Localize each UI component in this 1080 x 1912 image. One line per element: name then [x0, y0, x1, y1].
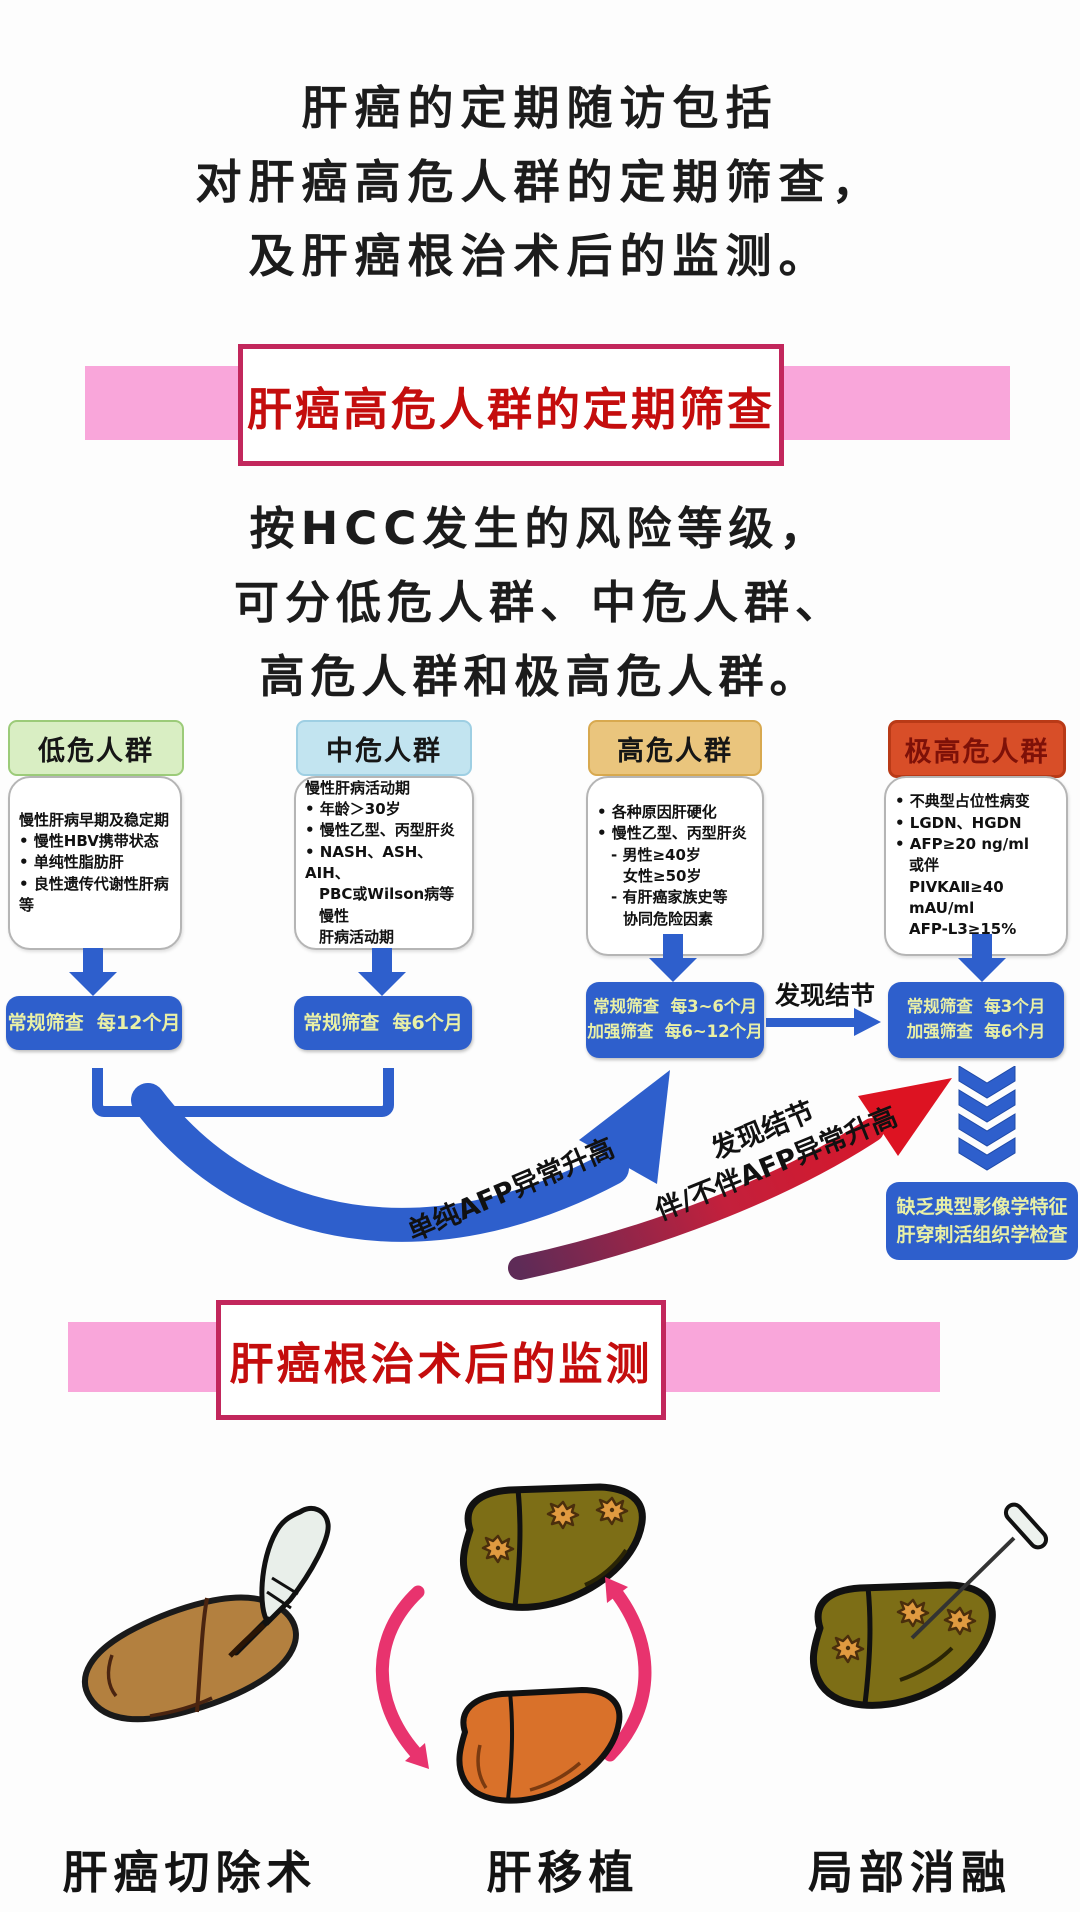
body-very-high-risk: • 不典型占位性病变 • LGDN、HGDN • AFP≥20 ng/ml 或伴… [884, 776, 1068, 956]
risk-intro-line-3: 高危人群和极高危人群。 [259, 650, 821, 703]
bracket-shape [92, 1068, 394, 1117]
body-line: • 慢性乙型、丙型肝炎 [597, 824, 747, 843]
body-line: • 慢性乙型、丙型肝炎 [305, 821, 455, 840]
body-line: • 不典型占位性病变 [895, 792, 1030, 811]
liver-resection-illustration [82, 1506, 331, 1723]
liver-ablation-illustration [809, 1502, 1049, 1709]
screen-line: 常规筛查 每3~6个月 [593, 997, 757, 1017]
screen-line: 常规筛查 每3个月 [906, 997, 1046, 1017]
label-resection: 肝癌切除术 [62, 1846, 318, 1899]
label-ablation: 局部消融 [807, 1846, 1012, 1899]
intro-line-1: 肝癌的定期随访包括 [301, 81, 779, 135]
down-arrow-icon [958, 934, 1006, 982]
red-curve-arrow [508, 1118, 884, 1280]
body-line: • 单纯性脂肪肝 [19, 853, 124, 872]
body-line: • LGDN、HGDN [895, 813, 1022, 832]
body-line: PBC或Wilson病等慢性 [319, 885, 455, 925]
down-arrow-icon [69, 948, 117, 996]
body-high-risk: • 各种原因肝硬化 • 慢性乙型、丙型肝炎 - 男性≥40岁 女性≥50岁 - … [586, 776, 764, 956]
right-arrow-icon [766, 1008, 882, 1036]
label-transplant: 肝移植 [486, 1846, 640, 1899]
body-line: - 男性≥40岁 [611, 845, 701, 864]
screen-line: 加强筛查 每6个月 [906, 1022, 1046, 1041]
swoosh-arrows-graphic [131, 1070, 952, 1280]
liver-transplant-illustration [375, 1483, 652, 1804]
screen-box-mid: 常规筛查 每6个月 [294, 996, 472, 1050]
biopsy-line-1: 缺乏典型影像学特征 [896, 1195, 1068, 1218]
screen-box-low: 常规筛查 每12个月 [6, 996, 182, 1050]
banner1-box: 肝癌高危人群的定期筛查 [238, 344, 784, 466]
intro-line-2: 对肝癌高危人群的定期筛查， [195, 155, 885, 209]
body-line: • 年龄＞30岁 [305, 800, 401, 819]
banner2-title: 肝癌根治术后的监测 [229, 1339, 653, 1390]
body-line: AFP-L3≥15% [909, 920, 1017, 939]
body-line: • 慢性HBV携带状态 [19, 832, 159, 851]
header-high-risk: 高危人群 [588, 720, 762, 776]
body-low-risk: 慢性肝病早期及稳定期 • 慢性HBV携带状态 • 单纯性脂肪肝 • 良性遗传代谢… [8, 776, 182, 950]
body-line: • 良性遗传代谢性肝病等 [19, 874, 169, 914]
down-arrow-icon [358, 948, 406, 996]
risk-intro-line-2: 可分低危人群、中危人群、 [233, 576, 846, 629]
biopsy-line-2: 肝穿刺活组织学检查 [896, 1224, 1068, 1246]
body-line: 女性≥50岁 [623, 867, 702, 885]
body-line: 肝病活动期 [319, 927, 395, 946]
body-line: • AFP≥20 ng/ml [895, 835, 1029, 854]
screen-box-high: 常规筛查 每3~6个月 加强筛查 每6~12个月 [586, 982, 764, 1058]
body-line: - 有肝癌家族史等 [611, 888, 728, 907]
risk-intro-line-1: 按HCC发生的风险等级， [249, 502, 831, 555]
header-mid-risk: 中危人群 [296, 720, 472, 776]
down-arrow-icon [649, 934, 697, 982]
body-line: 慢性肝病早期及稳定期 [19, 810, 170, 829]
body-line: 慢性肝病活动期 [305, 778, 411, 797]
body-line: 或伴 [909, 856, 940, 875]
body-line: PIVKAⅡ≥40 mAU/ml [909, 877, 1009, 917]
cycle-arrow-up [603, 1588, 652, 1762]
red-curve-arrowhead [858, 1078, 952, 1156]
body-line: • 各种原因肝硬化 [597, 803, 717, 822]
chevrons-down-icon [958, 1066, 1016, 1171]
nodule-found-label: 发现结节 [774, 981, 875, 1010]
header-very-high-risk: 极高危人群 [888, 720, 1066, 778]
body-line: 协同危险因素 [623, 909, 714, 928]
scalpel-icon [228, 1506, 331, 1658]
blue-curve-arrow [131, 1083, 629, 1242]
body-mid-risk: 慢性肝病活动期 • 年龄＞30岁 • 慢性乙型、丙型肝炎 • NASH、ASH、… [294, 776, 474, 950]
biopsy-box: 缺乏典型影像学特征 肝穿刺活组织学检查 [886, 1182, 1078, 1260]
intro-line-3: 及肝癌根治术后的监测。 [248, 229, 832, 283]
cycle-arrow-down [375, 1585, 425, 1759]
screen-line: 加强筛查 每6~12个月 [587, 1022, 763, 1041]
banner1-title: 肝癌高危人群的定期筛查 [246, 382, 775, 436]
treatment-illustrations [82, 1483, 1049, 1804]
blue-curve-arrowhead [579, 1070, 670, 1184]
ablation-needle-icon [910, 1502, 1049, 1640]
screen-line: 常规筛查 每12个月 [7, 1011, 181, 1034]
header-low-risk: 低危人群 [8, 720, 184, 776]
body-line: • NASH、ASH、AIH、 [305, 842, 433, 882]
banner2-box: 肝癌根治术后的监测 [216, 1300, 666, 1420]
screen-box-very-high: 常规筛查 每3个月 加强筛查 每6个月 [888, 982, 1064, 1058]
screen-line: 常规筛查 每6个月 [303, 1011, 463, 1034]
